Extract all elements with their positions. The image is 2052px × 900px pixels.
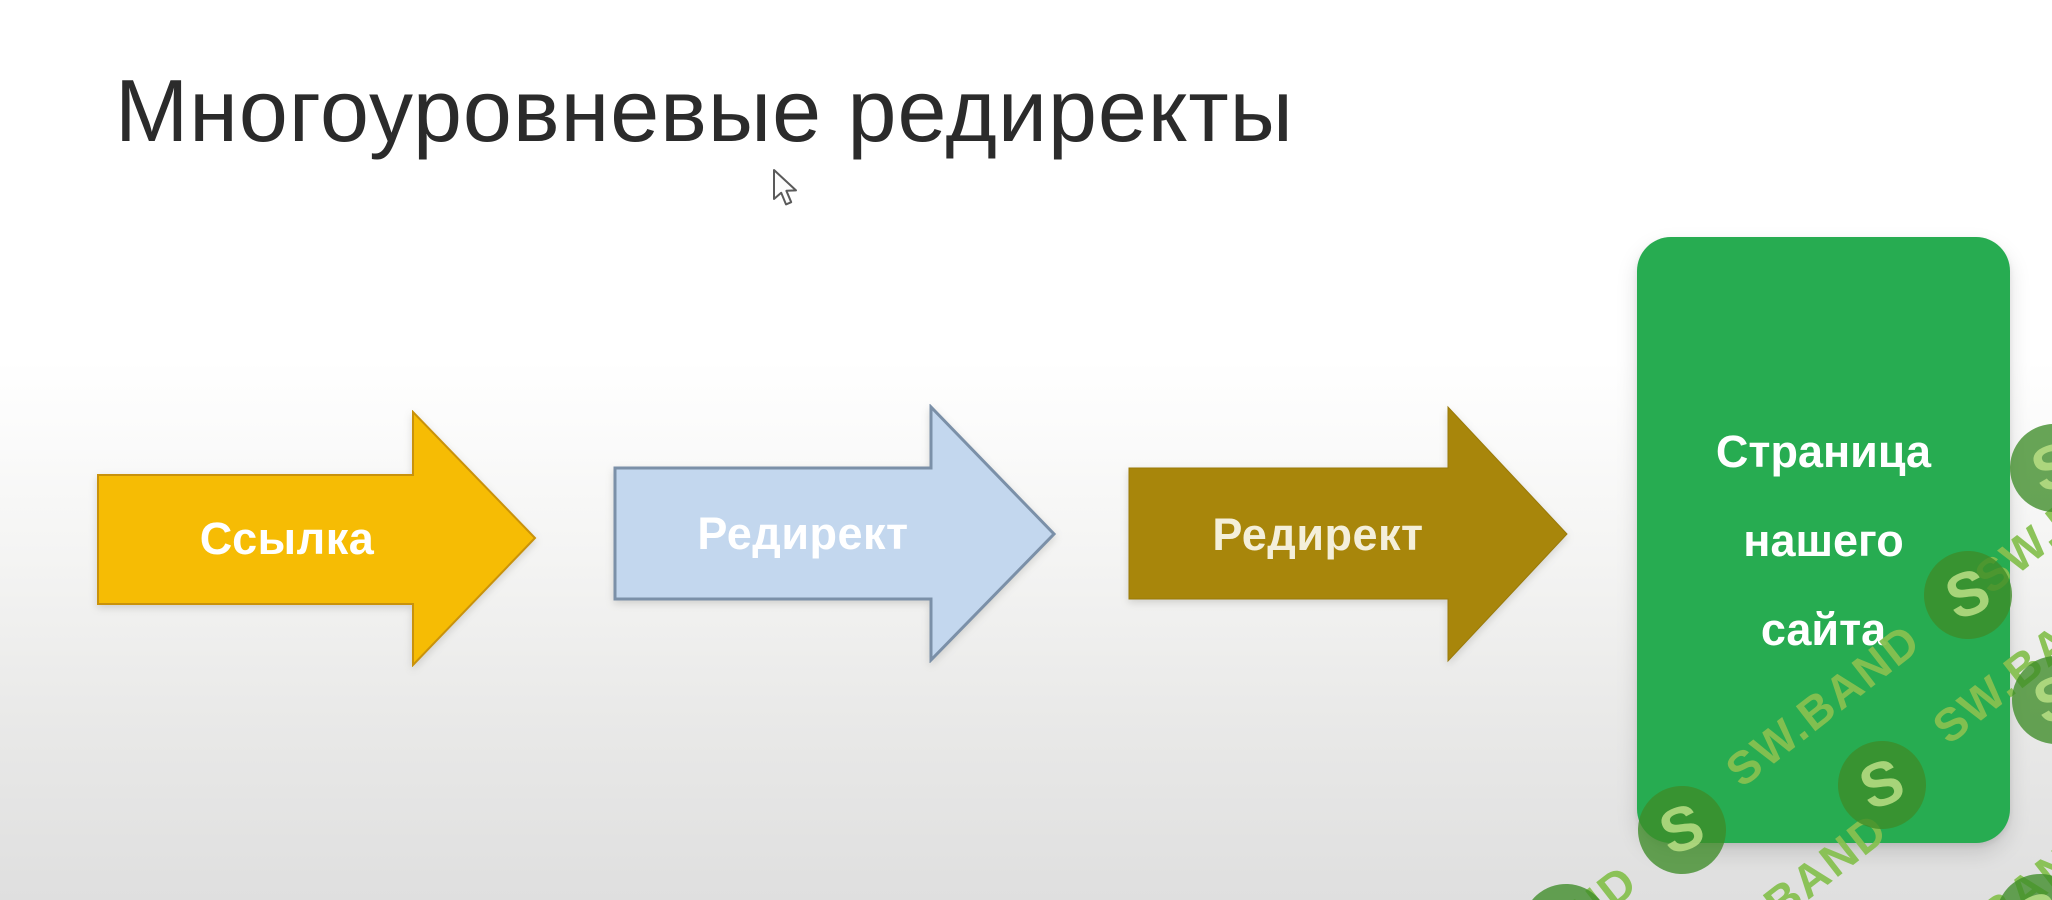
slide-title: Многоуровневые редиректы <box>115 61 1294 160</box>
destination-line: сайта <box>1760 603 1887 655</box>
mouse-cursor <box>772 168 802 213</box>
destination-line: нашего <box>1743 514 1904 566</box>
watermark-logo-icon: S <box>1983 861 2052 900</box>
watermark-logo-icon: S <box>1509 871 1623 900</box>
right-arrow-icon <box>613 404 1056 663</box>
arrow-shape <box>1128 405 1568 663</box>
right-arrow-icon <box>97 410 537 667</box>
arrow-redirect-1-label: Редирект <box>697 508 909 559</box>
arrow-shape <box>613 404 1056 663</box>
destination-card: Страница нашего сайта <box>1637 237 2010 843</box>
cursor-arrow-icon <box>773 169 797 206</box>
arrow-link-label: Ссылка <box>199 513 375 564</box>
arrow-redirect-2-label: Редирект <box>1212 508 1424 560</box>
arrow-shape <box>97 410 537 667</box>
arrow-redirect-2: Редирект <box>1128 405 1569 663</box>
right-arrow-icon <box>1128 405 1568 663</box>
arrow-link: Ссылка <box>97 410 537 667</box>
watermark-text: SW.BAND <box>1432 854 1647 900</box>
destination-line: Страница <box>1715 425 1932 477</box>
arrow-redirect-1: Редирект <box>613 404 1056 663</box>
